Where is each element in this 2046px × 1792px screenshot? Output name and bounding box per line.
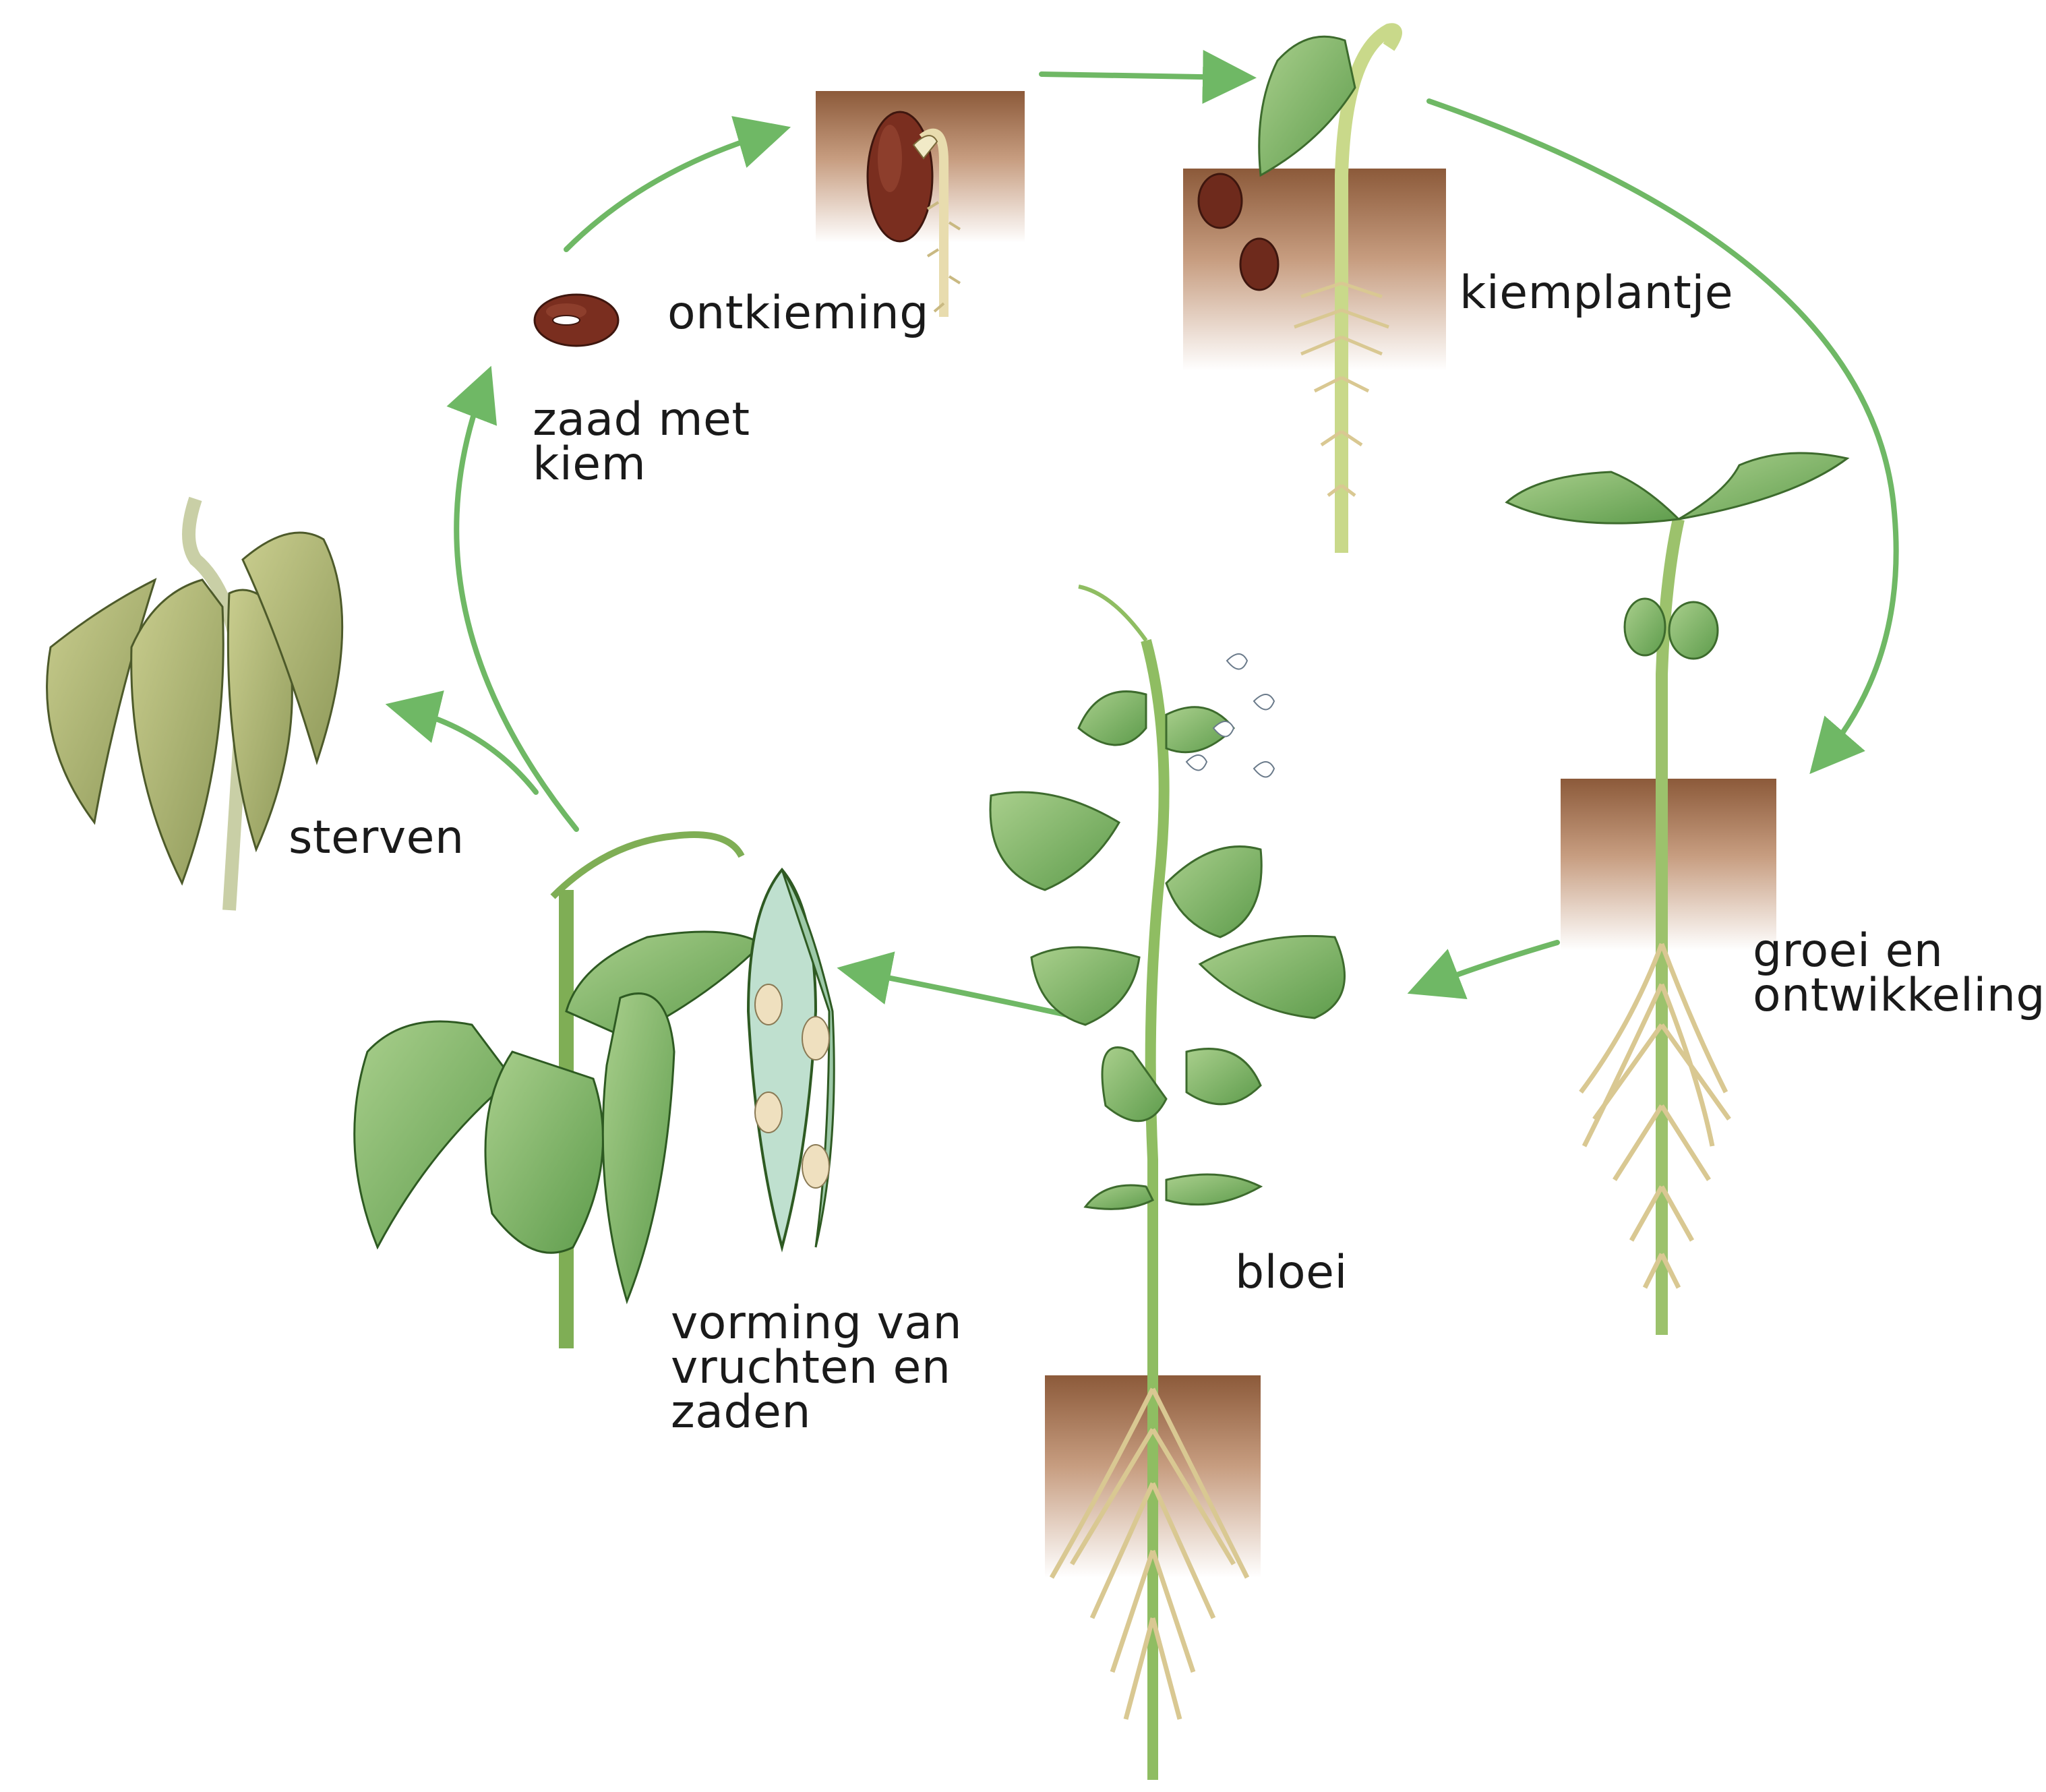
growth-illustration <box>1507 453 1847 1335</box>
arrow-growth-to-flowering <box>1422 943 1557 988</box>
seedling-illustration <box>1183 30 1446 553</box>
stage-label-germination: ontkieming <box>667 291 929 336</box>
stage-label-seed: zaad met kiem <box>533 398 750 487</box>
seed-illustration <box>535 295 618 346</box>
flowering-illustration <box>990 587 1345 1780</box>
stage-label-fruiting: vorming van vruchten en zaden <box>671 1301 962 1435</box>
stage-label-flowering: bloei <box>1235 1251 1348 1295</box>
arrow-germination-to-seedling <box>1042 74 1240 78</box>
seed-hilum <box>553 316 580 325</box>
arrow-seed-to-germination <box>566 131 775 249</box>
germination-illustration <box>816 91 1025 317</box>
stage-label-dying: sterven <box>289 816 464 860</box>
stage-label-growth: groei en ontwikkeling <box>1753 929 2045 1018</box>
fruiting-illustration <box>355 835 835 1348</box>
arrow-fruiting-to-dying <box>401 708 536 792</box>
stage-label-seedling: kiemplantje <box>1460 271 1733 316</box>
